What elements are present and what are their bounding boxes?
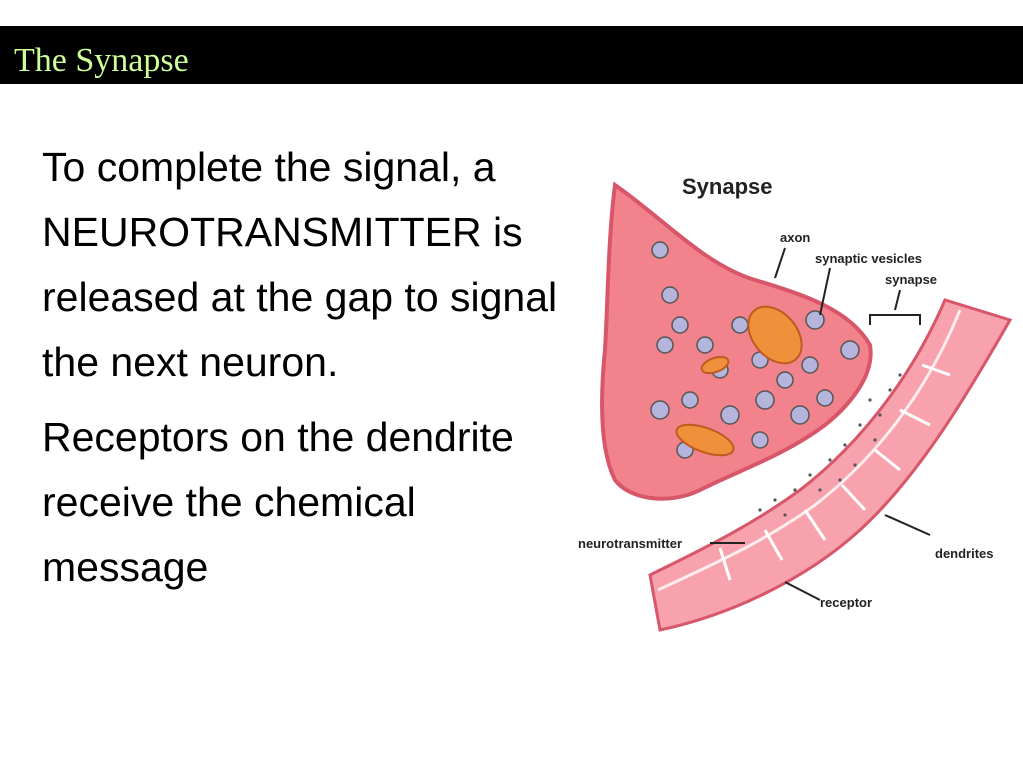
label-synaptic-vesicles: synaptic vesicles bbox=[815, 251, 922, 266]
label-axon: axon bbox=[780, 230, 810, 245]
paragraph-receptors: Receptors on the dendrite receive the ch… bbox=[42, 414, 514, 590]
neurotransmitter-dots bbox=[758, 373, 902, 517]
paragraph-neurotransmitter: To complete the signal, a NEUROTRANSMITT… bbox=[42, 144, 558, 385]
receptor-spikes bbox=[718, 363, 951, 581]
mitochondria bbox=[675, 305, 803, 457]
label-synapse: synapse bbox=[885, 272, 937, 287]
diagram-heading: Synapse bbox=[682, 174, 773, 199]
leader-lines bbox=[710, 247, 931, 601]
dendrite-inner-line bbox=[657, 309, 962, 592]
slide-title: The Synapse bbox=[14, 42, 189, 79]
synapse-diagram: Synapse axon synaptic vesicles synapse n… bbox=[578, 174, 1013, 632]
label-receptor: receptor bbox=[820, 595, 872, 610]
dendrite-membrane bbox=[648, 298, 1013, 632]
label-dendrites: dendrites bbox=[935, 546, 994, 561]
body-text: To complete the signal, a NEUROTRANSMITT… bbox=[42, 135, 582, 600]
title-bar bbox=[0, 26, 1023, 84]
axon-terminal bbox=[600, 181, 873, 501]
label-neurotransmitter: neurotransmitter bbox=[578, 536, 682, 551]
